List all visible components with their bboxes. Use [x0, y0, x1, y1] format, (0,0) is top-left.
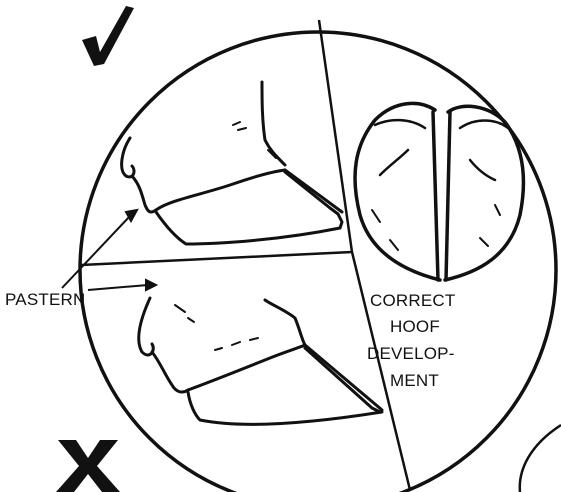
cross-icon	[56, 440, 120, 492]
divider-horizontal	[81, 252, 352, 265]
caption-line-2: HOOF	[390, 317, 440, 336]
front-hoof-drawing	[355, 103, 524, 280]
caption-line-4: MENT	[390, 371, 439, 390]
caption-line-1: CORRECT	[370, 291, 455, 310]
upper-hoof-drawing	[122, 82, 342, 244]
caption-line-3: DEVELOP-	[367, 344, 455, 363]
partial-circle-arc	[520, 425, 561, 492]
divider-vertical	[319, 20, 352, 252]
pastern-label: PASTERN	[5, 290, 85, 309]
checkmark-icon	[82, 6, 134, 66]
correct-hoof-caption: CORRECT HOOF DEVELOP- MENT	[367, 291, 455, 390]
lower-hoof-drawing	[139, 298, 382, 424]
pastern-pointers	[62, 210, 156, 290]
